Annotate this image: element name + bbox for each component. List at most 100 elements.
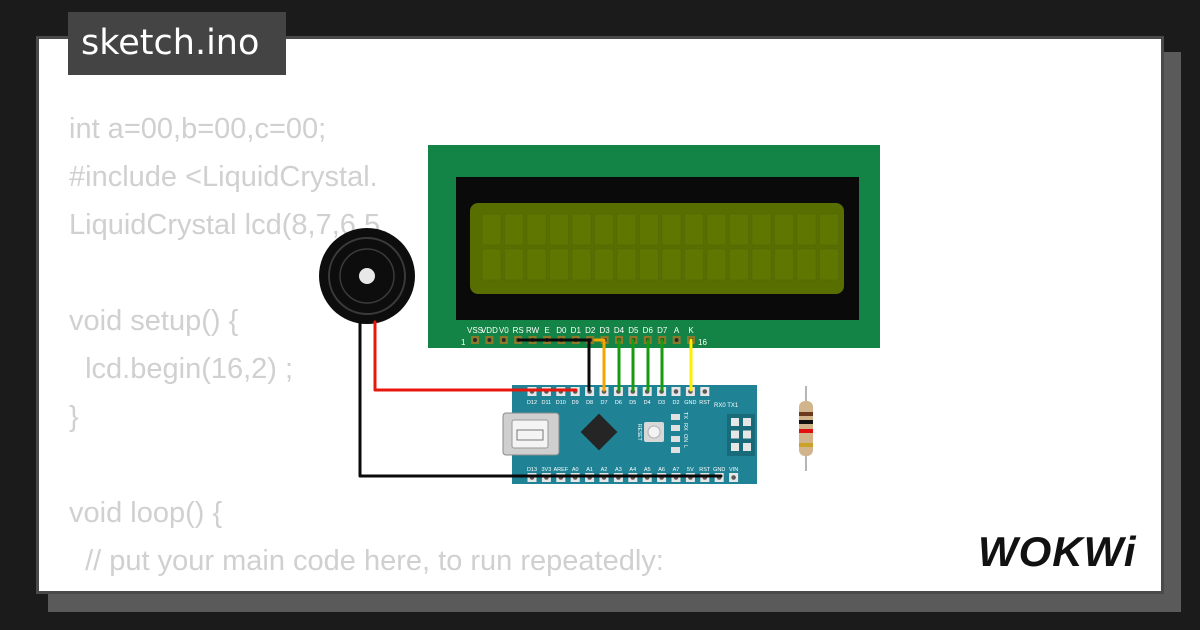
lcd-cell <box>481 213 502 246</box>
code-line: LiquidCrystal lcd(8,7,6,5, <box>69 209 389 241</box>
lcd-cell <box>774 213 794 246</box>
lcd-cell <box>481 248 502 281</box>
lcd-pin-label: RW <box>526 326 540 335</box>
wire-buzzer-red <box>373 320 578 392</box>
lcd-cell <box>616 213 637 246</box>
arduino-pin-label: 5V <box>687 467 694 473</box>
lcd-cell <box>594 248 614 281</box>
arduino-pin-label: A5 <box>644 467 651 473</box>
lcd-cell <box>706 213 727 246</box>
icsp-pin[interactable] <box>731 443 739 451</box>
lcd-cell <box>751 213 772 246</box>
wire-buzzer-black <box>358 320 723 478</box>
lcd-cell <box>549 248 569 281</box>
lcd-cell <box>796 213 817 246</box>
arduino-pin-label: A4 <box>629 467 636 473</box>
arduino-pin-label: D11 <box>542 400 552 406</box>
arduino-pin-label: D2 <box>672 400 679 406</box>
lcd-cell <box>639 213 659 246</box>
lcd-cell <box>706 248 727 281</box>
lcd-pin-label: K <box>688 326 694 335</box>
arduino-pin-label: D7 <box>600 400 607 406</box>
lcd-pin-label: D7 <box>657 326 668 335</box>
arduino-pin-label: A6 <box>658 467 665 473</box>
file-tab[interactable]: sketch.ino <box>68 12 286 75</box>
arduino-pin-label: A3 <box>615 467 622 473</box>
arduino-pin-label: D9 <box>572 400 579 406</box>
code-line: void setup() { <box>69 305 239 337</box>
lcd-pin-label: VSS <box>467 326 483 335</box>
arduino-pin-label: 3V3 <box>542 467 552 473</box>
lcd-pin-hole <box>674 338 679 342</box>
lcd-cell <box>526 248 547 281</box>
lcd-cell <box>729 213 749 246</box>
led-label: TX <box>682 412 688 419</box>
code-line: } <box>69 401 79 433</box>
arduino-pin-label: RST <box>699 467 711 473</box>
arduino-pin-label: RST <box>699 400 711 406</box>
arduino-pin-label: VIN <box>729 467 738 473</box>
lcd-pin-label: D2 <box>585 326 596 335</box>
lcd-cell <box>571 248 592 281</box>
code-line: #include <LiquidCrystal. <box>69 161 378 193</box>
wire-e-d7 <box>593 338 606 392</box>
lcd-cell <box>819 248 839 281</box>
lcd-pin-last-label: 16 <box>698 338 707 347</box>
lcd-pin-hole <box>487 338 492 342</box>
arduino-pin-label: GND <box>713 467 725 473</box>
icsp-header <box>731 418 751 451</box>
lcd-cell <box>594 213 614 246</box>
serial-label: RX0 TX1 <box>714 403 739 409</box>
lcd-pin-hole <box>501 338 506 342</box>
icsp-pin[interactable] <box>731 418 739 426</box>
arduino-pin-label: D10 <box>556 400 566 406</box>
led-label: ON <box>682 434 688 442</box>
arduino-pin-label: D5 <box>629 400 636 406</box>
lcd-cell <box>796 248 817 281</box>
arduino-pin-label: D4 <box>644 400 651 406</box>
reset-label: RESET <box>636 424 642 441</box>
arduino-pin-label: A7 <box>673 467 680 473</box>
resistor[interactable] <box>799 386 813 471</box>
arduino-pin-label: D13 <box>527 467 537 473</box>
lcd-cell <box>526 213 547 246</box>
lcd-cell <box>549 213 569 246</box>
lcd-cell <box>661 213 682 246</box>
icsp-pin[interactable] <box>743 418 751 426</box>
lcd-cell <box>684 213 704 246</box>
lcd-cell <box>639 248 659 281</box>
icsp-pin[interactable] <box>743 430 751 439</box>
lcd-cell <box>774 248 794 281</box>
arduino-pin-label: A2 <box>601 467 608 473</box>
arduino-pin-label: AREF <box>553 467 568 473</box>
lcd-pin-label: V0 <box>499 326 509 335</box>
arduino-pin-hole <box>673 389 679 394</box>
code-line: void loop() { <box>69 497 223 529</box>
icsp-pin[interactable] <box>743 443 751 451</box>
wire-rs-d8 <box>517 338 591 392</box>
lcd-pin-hole <box>473 338 477 342</box>
icsp-pin[interactable] <box>731 430 739 439</box>
arduino-pin-label: D6 <box>615 400 622 406</box>
lcd-cell <box>684 248 704 281</box>
lcd-pin-label: D6 <box>643 326 654 335</box>
lcd-pin-label: RS <box>513 326 524 335</box>
lcd-cell <box>616 248 637 281</box>
arduino-pin-label: A0 <box>572 467 579 473</box>
lcd-pin-label: D4 <box>614 326 625 335</box>
lcd-pin-label: A <box>674 326 680 335</box>
lcd-pin-label: VDD <box>481 326 498 335</box>
wires <box>358 320 723 478</box>
lcd-pin-first-label: 1 <box>461 338 466 347</box>
lcd-pin-label: D3 <box>599 326 610 335</box>
code-line: // put your main code here, to run repea… <box>69 545 664 577</box>
piezo-buzzer[interactable] <box>319 228 415 324</box>
